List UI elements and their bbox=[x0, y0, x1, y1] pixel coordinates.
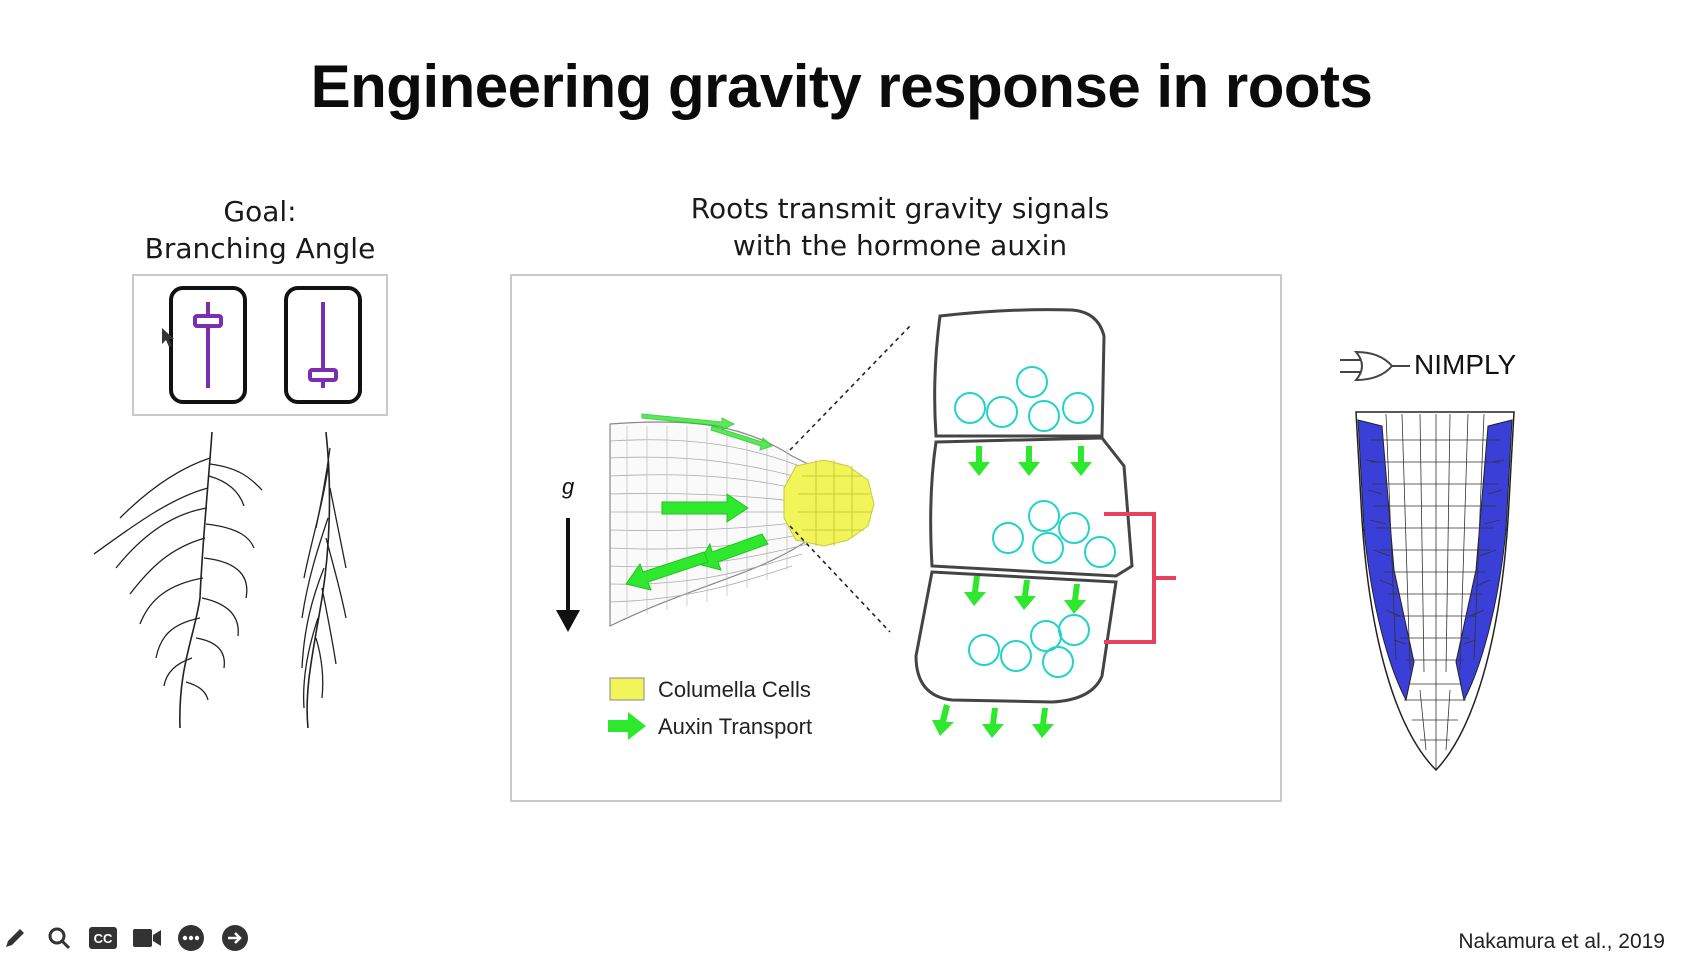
pencil-icon bbox=[6, 929, 24, 947]
search-icon bbox=[48, 927, 71, 950]
root-cell-map bbox=[1355, 411, 1515, 772]
slider-icons bbox=[162, 286, 362, 404]
slider-low-icon bbox=[284, 286, 362, 404]
more-options-icon bbox=[178, 925, 204, 951]
search-button[interactable] bbox=[44, 923, 74, 953]
legend-swatch-auxin bbox=[608, 712, 646, 740]
slider-icons-box bbox=[132, 274, 388, 416]
inhibition-bracket bbox=[1104, 512, 1176, 644]
goal-caption: Goal: Branching Angle bbox=[120, 193, 400, 267]
captions-button[interactable]: CC bbox=[88, 923, 118, 953]
nimply-gate-icon bbox=[1340, 350, 1410, 382]
legend-label-columella: Columella Cells bbox=[658, 677, 811, 702]
gravity-label: g bbox=[562, 474, 575, 499]
slider-high-icon bbox=[169, 286, 247, 404]
auxin-diagram: g bbox=[556, 308, 1176, 740]
presentation-toolbar: CC bbox=[0, 920, 250, 956]
next-slide-button[interactable] bbox=[220, 923, 250, 953]
next-arrow-icon bbox=[222, 925, 248, 951]
legend-swatch-columella bbox=[609, 677, 645, 701]
auxin-caption-line1: Roots transmit gravity signals bbox=[690, 192, 1110, 225]
slide-title: Engineering gravity response in roots bbox=[310, 53, 1373, 120]
mouse-cursor-icon bbox=[162, 328, 174, 347]
gate-label: NIMPLY bbox=[1414, 349, 1517, 380]
amyloplasts bbox=[954, 366, 1116, 678]
video-camera-icon bbox=[133, 929, 161, 947]
cc-icon: CC bbox=[89, 927, 117, 949]
columella-cells bbox=[783, 459, 875, 547]
pencil-button[interactable] bbox=[0, 923, 30, 953]
more-options-button[interactable] bbox=[176, 923, 206, 953]
root-drawings bbox=[93, 431, 347, 729]
auxin-caption-line2: with the hormone auxin bbox=[732, 229, 1068, 262]
legend: Columella Cells Auxin Transport bbox=[608, 677, 812, 740]
video-button[interactable] bbox=[132, 923, 162, 953]
goal-caption-line2: Branching Angle bbox=[144, 232, 376, 265]
auxin-diagram-box: g bbox=[510, 274, 1282, 802]
goal-caption-line1: Goal: bbox=[223, 195, 297, 228]
legend-label-auxin: Auxin Transport bbox=[658, 714, 812, 739]
citation: Nakamura et al., 2019 bbox=[1458, 930, 1665, 953]
auxin-caption: Roots transmit gravity signals with the … bbox=[600, 190, 1200, 264]
gravity-arrow-icon bbox=[556, 518, 580, 632]
